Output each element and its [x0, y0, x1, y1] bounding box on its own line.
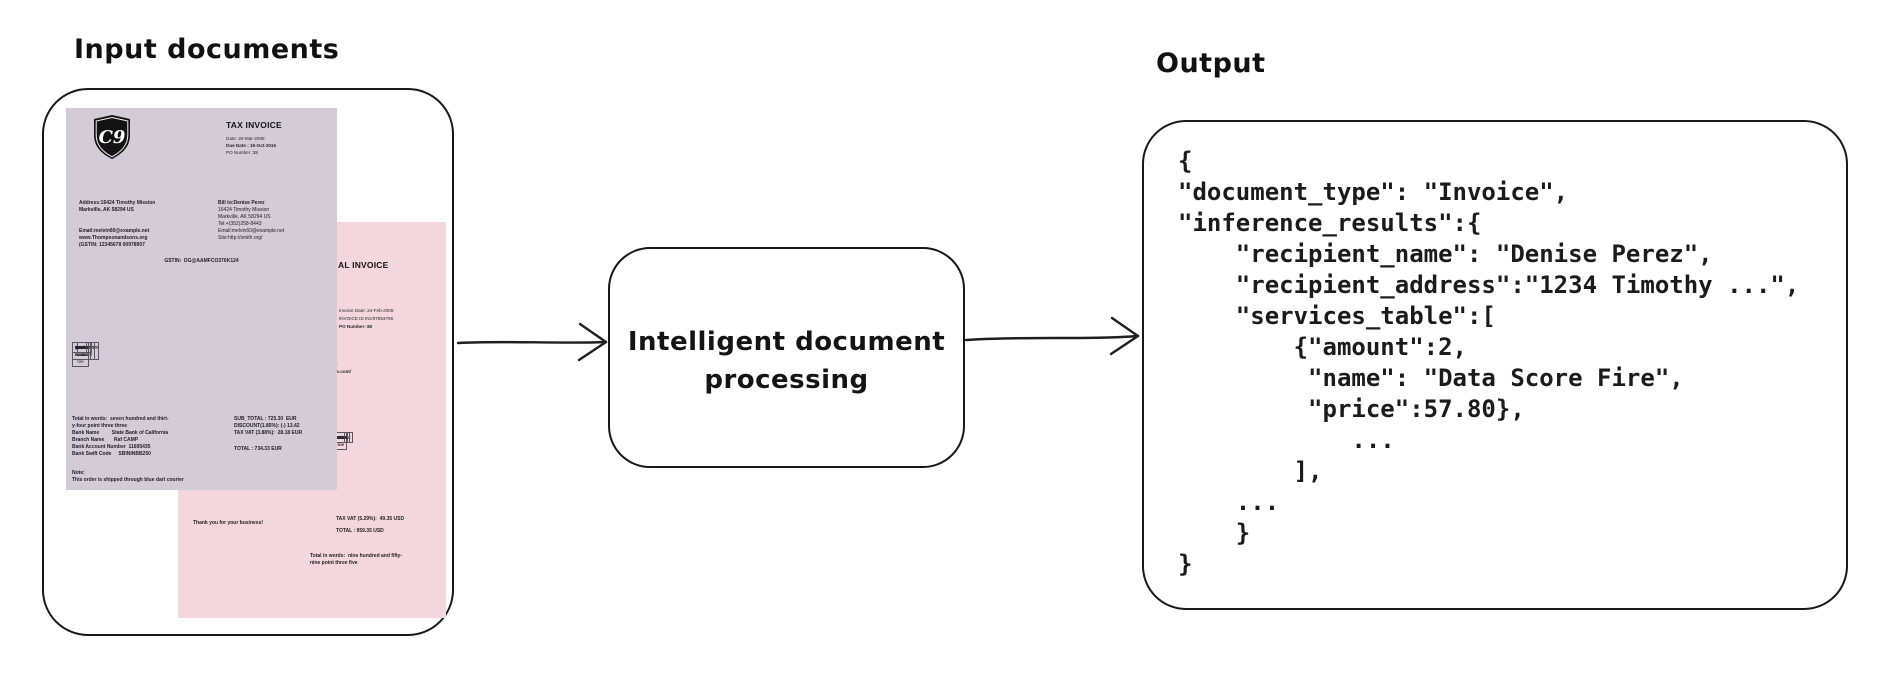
total-in-words: y-four point three three	[72, 423, 128, 429]
gray-invoice-date: Date: 20-Mar-2008	[226, 136, 265, 141]
bank-account-number: Bank Account Number 11695435	[72, 444, 151, 450]
json-line: {"amount":2,	[1178, 333, 1467, 361]
bill-to-phone: Tel:+(352)258-8443	[218, 221, 262, 227]
pink-invoice-tax-vat: TAX VAT (5.29%): 49.35 USD	[336, 516, 405, 522]
note-text: This order is shipped through blue dart …	[72, 477, 184, 483]
arrow-processing-to-output-icon	[964, 316, 1140, 356]
gray-invoice-due-date: Due Date : 15-Oct-2016	[226, 143, 277, 148]
pink-invoice-id: INVOICE ID INV07893796	[339, 316, 394, 321]
gray-invoice-po-number: PO Number :38	[226, 150, 258, 155]
json-line: "price":57.80},	[1178, 395, 1525, 423]
tax-vat: TAX VAT (3.88%): 28.18 EUR	[234, 430, 303, 436]
grand-total: TOTAL : 734.33 EUR	[234, 446, 282, 452]
seller-gstin: (GSTIN: 12345678 00978907	[79, 242, 145, 248]
bill-to-address: Markville, AK 58294 US	[218, 214, 271, 220]
json-line: ...	[1178, 488, 1280, 516]
output-label: Output	[1156, 48, 1266, 79]
note-label: Note:	[72, 470, 85, 476]
seller-website: www.Thompsonandsons.org	[79, 235, 148, 241]
pink-invoice-total-words: Total in words: nine hundred and fifty-	[310, 553, 403, 559]
pink-invoice-po-number: PO Number: 80	[339, 324, 373, 329]
gray-invoice-title: TAX INVOICE	[226, 120, 282, 130]
total-in-words: Total in words: seven hundred and thirt-	[72, 416, 169, 422]
bank-swift-code: Bank Swift Code SBININBB250	[72, 451, 151, 457]
discount: DISCOUNT(1.85%): (-) 13.42	[234, 423, 300, 429]
seller-address: Address:16424 Timothy Mission	[79, 200, 156, 206]
json-line: "inference_results":{	[1178, 209, 1482, 237]
json-line: ...	[1178, 426, 1395, 454]
bill-to-email: Email:melvin60@example.net	[218, 228, 285, 234]
bill-to-address: 16424 Timothy Mission	[218, 207, 270, 213]
company-logo-text: C9	[99, 127, 126, 148]
sub-total: SUB_TOTAL : 725.30 EUR	[234, 416, 297, 422]
processing-label: Intelligent document	[627, 327, 946, 357]
pink-invoice-total-words: nine point three five	[310, 560, 358, 566]
seller-email: Email:melvin60@example.net	[79, 228, 150, 234]
pink-invoice-total: TOTAL : 959.35 USD	[336, 528, 384, 534]
input-documents-label: Input documents	[74, 34, 340, 65]
gstin-center: GSTIN: DG@AAMFCO376K124	[164, 258, 239, 264]
json-line: }	[1178, 519, 1251, 547]
json-line: "document_type": "Invoice",	[1178, 178, 1569, 206]
pink-invoice-text-fragment: cies.com/	[330, 369, 351, 374]
json-line: ],	[1178, 457, 1323, 485]
cell-price: $40.28	[72, 342, 93, 353]
processing-label: processing	[704, 365, 869, 395]
processing-box: Intelligent document processing	[608, 247, 965, 468]
json-line: "recipient_address":"1234 Timothy ...",	[1178, 271, 1800, 299]
pink-invoice-title: AL INVOICE	[338, 260, 389, 270]
arrow-input-to-processing-icon	[456, 322, 608, 362]
bill-to-site: Site:http://smith.org/	[218, 235, 263, 241]
json-line: "services_table":[	[1178, 302, 1496, 330]
output-json-container: { "document_type": "Invoice", "inference…	[1142, 120, 1848, 610]
json-line: "name": "Data Score Fire",	[1178, 364, 1684, 392]
json-line: "recipient_name": "Denise Perez",	[1178, 240, 1713, 268]
seller-address: Markville, AK 58294 US	[79, 207, 134, 213]
bank-branch: Branch Name Raf CAMP	[72, 437, 139, 443]
bill-to-name: Bill to:Denise Perez	[218, 200, 265, 206]
pink-invoice-thanks: Thank you for your business!	[193, 520, 264, 526]
bank-name: Bank Name State Bank of California	[72, 430, 169, 436]
json-line: }	[1178, 550, 1193, 578]
json-line: {	[1178, 147, 1193, 175]
company-logo-shield-icon: C9	[94, 115, 130, 159]
invoice-document-gray: C9 TAX INVOICE Date: 20-Mar-2008 Due Dat…	[66, 108, 337, 490]
pink-invoice-date: Invoice Date: 24-Feb-2008	[339, 308, 394, 313]
